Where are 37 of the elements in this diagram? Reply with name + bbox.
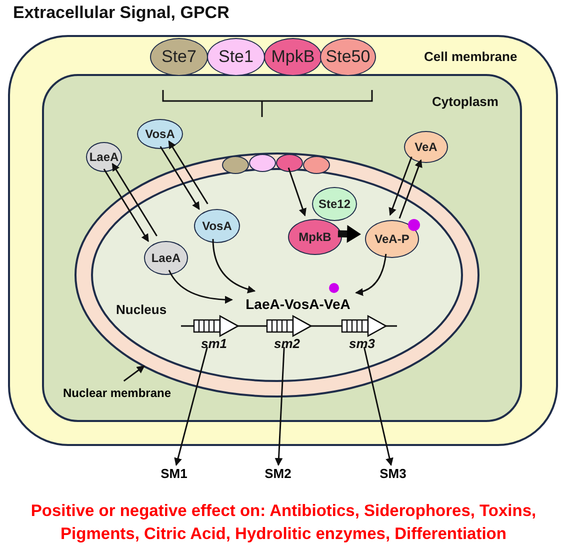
arrow (288, 168, 306, 216)
compartment-label: Nucleus (116, 302, 167, 317)
title: Extracellular Signal, GPCR (13, 3, 230, 23)
arrow (212, 238, 256, 294)
arrow (274, 346, 285, 466)
arrow (388, 156, 412, 216)
arrow (160, 146, 200, 210)
protein-ellipse: LaeA (86, 142, 122, 172)
text-label: Nuclear membrane (54, 385, 180, 401)
text-label: SM3 (375, 465, 411, 482)
arrow (168, 270, 233, 304)
text-label: SM1 (156, 465, 192, 482)
gene-label: sm1 (201, 336, 228, 351)
arrow (398, 159, 422, 219)
arrow (363, 346, 394, 466)
gene-label: sm3 (349, 336, 376, 351)
protein-ellipse: MpkB (264, 38, 322, 76)
arrow (355, 254, 387, 296)
arrow (112, 162, 158, 236)
arrow (338, 224, 362, 243)
membrane-compartment (8, 35, 558, 446)
protein-ellipse: Ste7 (150, 38, 208, 76)
arrow (174, 346, 208, 466)
protein-ellipse: VeA (404, 131, 448, 163)
membrane-compartment (42, 74, 522, 422)
arrow (103, 168, 149, 242)
leader-line (123, 365, 145, 382)
arrow (168, 140, 208, 204)
protein-ellipse: Ste1 (207, 38, 265, 76)
compartment-label: Cell membrane (424, 49, 518, 64)
compartment-label: Cytoplasm (432, 94, 498, 109)
gene-label: sm2 (274, 336, 300, 351)
text-label: LaeA-VosA-VeA (236, 295, 360, 312)
protein-ellipse: VosA (137, 119, 183, 149)
caption: Positive or negative effect on: Antibiotics, Siderophores, Toxins, Pigments, Citric Acid, Hydrolitic enzymes, Differentiation (30, 501, 538, 545)
protein-ellipse: Ste50 (320, 38, 376, 76)
text-label: SM2 (260, 465, 296, 482)
